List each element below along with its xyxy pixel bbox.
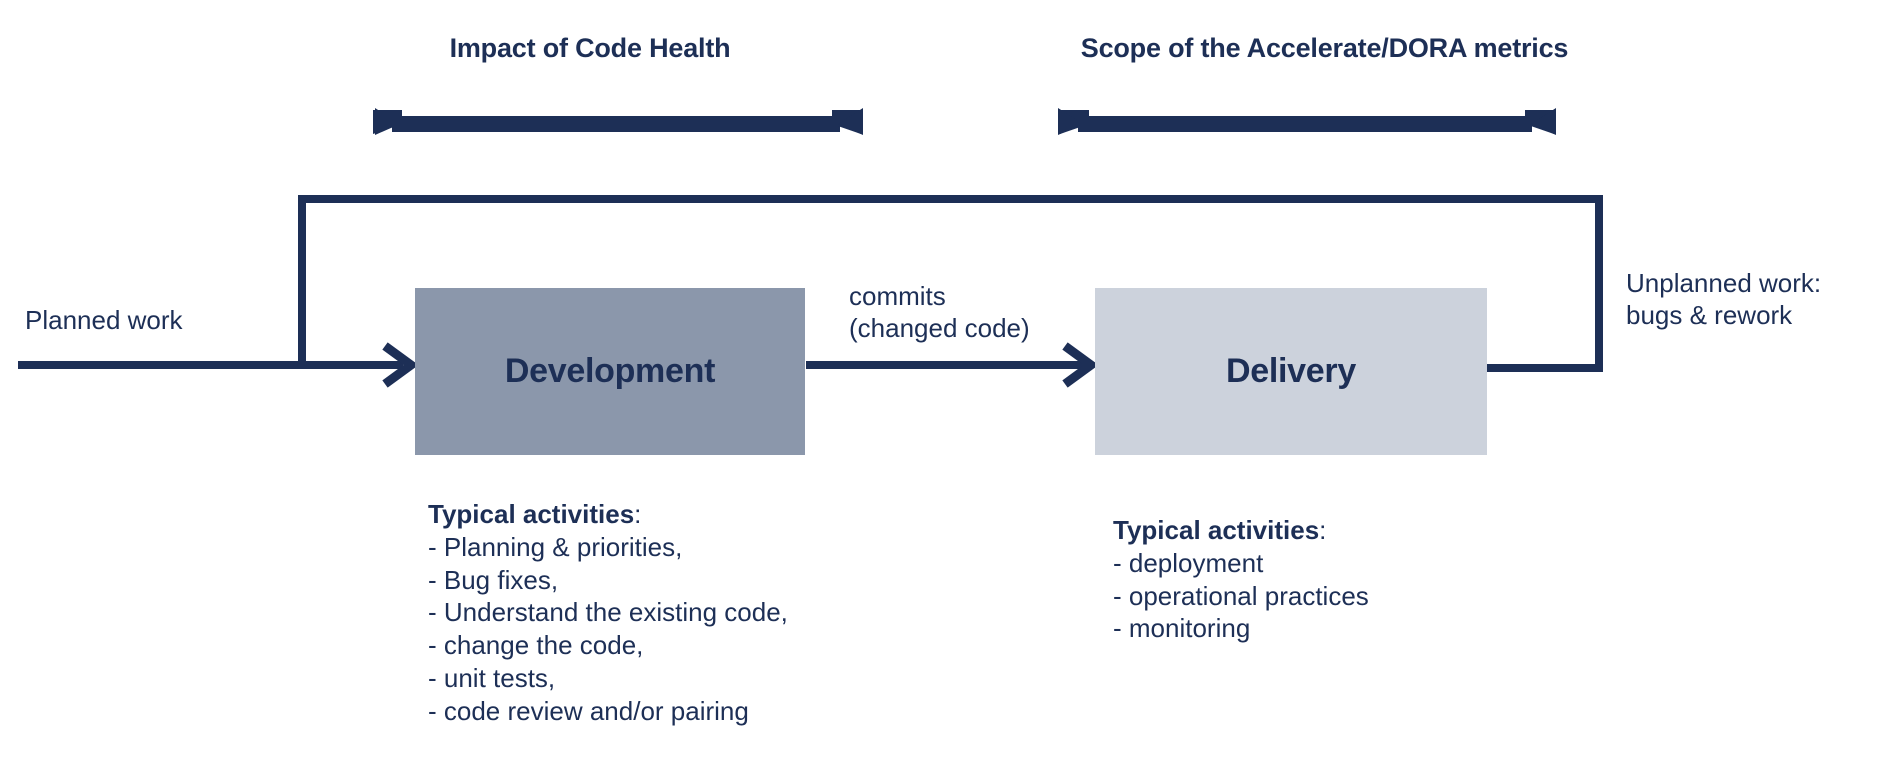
- span-title-code-health: Impact of Code Health: [449, 33, 731, 63]
- delivery-activities-title: Typical activities: [1113, 515, 1320, 545]
- process-box-delivery-label: Delivery: [1226, 352, 1356, 390]
- span-arrow-code-health: [373, 108, 863, 135]
- delivery-activities-list: - deployment- operational practices- mon…: [1113, 547, 1369, 645]
- development-activities: Typical activities: - Planning & priorit…: [428, 498, 788, 727]
- activity-item: - operational practices: [1113, 580, 1369, 611]
- development-activities-title: Typical activities: [428, 499, 635, 529]
- commits-arrow: [806, 342, 1099, 388]
- activity-item: - monitoring: [1113, 613, 1251, 644]
- span-title-dora: Scope of the Accelerate/DORA metrics: [1080, 33, 1569, 63]
- activity-item: - Bug fixes,: [428, 564, 559, 595]
- span-arrow-dora: [1058, 108, 1556, 135]
- unplanned-work-label: Unplanned work: bugs & rework: [1626, 268, 1822, 330]
- commits-label: commits (changed code): [849, 281, 1030, 343]
- delivery-activities-title-suffix: :: [1319, 515, 1327, 545]
- activity-item: - unit tests,: [428, 662, 556, 693]
- activity-item: - Understand the existing code,: [428, 597, 788, 628]
- planned-work-arrow: [18, 342, 419, 388]
- development-activities-list: - Planning & priorities,- Bug fixes,- Un…: [428, 531, 788, 728]
- planned-work-label: Planned work: [25, 305, 183, 335]
- activity-item: - code review and/or pairing: [428, 695, 749, 726]
- delivery-activities-heading: Typical activities:: [1113, 514, 1369, 547]
- process-box-development-label: Development: [504, 352, 716, 390]
- process-box-development[interactable]: Development: [415, 288, 805, 455]
- activity-item: - deployment: [1113, 547, 1264, 578]
- process-box-delivery[interactable]: Delivery: [1095, 288, 1487, 455]
- development-activities-heading: Typical activities:: [428, 498, 788, 531]
- delivery-activities: Typical activities: - deployment- operat…: [1113, 514, 1369, 645]
- activity-item: - change the code,: [428, 630, 644, 660]
- development-activities-title-suffix: :: [634, 499, 642, 529]
- activity-item: - Planning & priorities,: [428, 531, 683, 562]
